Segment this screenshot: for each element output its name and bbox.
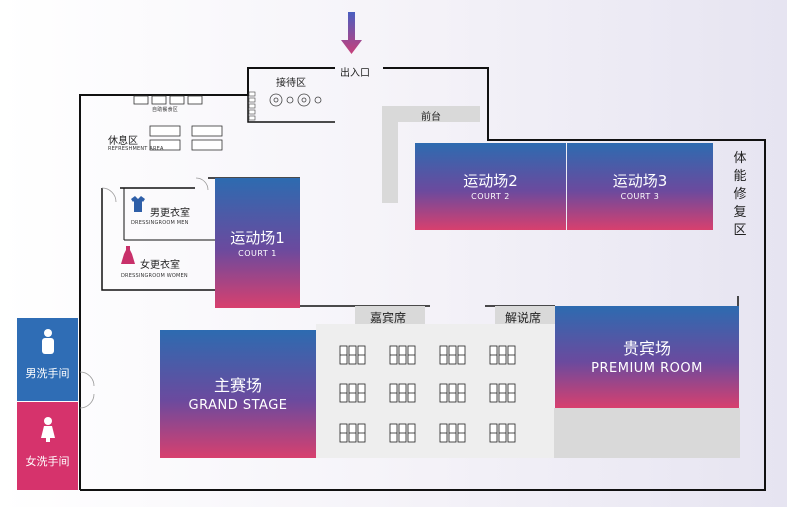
court-2-label-en: COURT 2 bbox=[471, 192, 510, 201]
grand-stage-label: 主赛场 bbox=[213, 375, 262, 395]
dressing-men-label-en: DRESSINGROOM MEN bbox=[131, 220, 189, 226]
court-3: 运动场3 COURT 3 bbox=[567, 143, 713, 230]
premium-lower-zone bbox=[554, 408, 740, 458]
grand-stage: 主赛场 GRAND STAGE bbox=[160, 330, 316, 458]
reception-seats bbox=[269, 93, 322, 107]
front-desk-label: 前台 bbox=[421, 112, 441, 123]
restroom-men-label: 男洗手间 bbox=[25, 367, 70, 380]
wall-dressing bbox=[101, 188, 215, 291]
man-icon bbox=[17, 328, 78, 357]
lounge-tables bbox=[133, 95, 223, 151]
lounge-food-label: 自助餐食区 bbox=[152, 107, 179, 113]
reception-chairs bbox=[248, 91, 256, 121]
lounge-label-en: REFRESHMENT AREA bbox=[108, 146, 164, 152]
premium-room-label-en: PREMIUM ROOM bbox=[591, 360, 703, 376]
commentary-label: 解说席 bbox=[505, 311, 542, 325]
court-3-label-en: COURT 3 bbox=[620, 192, 660, 201]
dressing-women-label-en: DRESSINGROOM WOMEN bbox=[121, 273, 188, 279]
restroom-women-label: 女洗手间 bbox=[25, 455, 70, 468]
court-2-label: 运动场2 bbox=[463, 172, 518, 190]
recovery-label: 体能修复区 bbox=[733, 151, 747, 238]
entrance-label: 出入口 bbox=[340, 68, 370, 79]
court-1-label-en: COURT 1 bbox=[238, 248, 277, 258]
court-1-label: 运动场1 bbox=[230, 228, 285, 247]
wall-top-right bbox=[80, 67, 766, 491]
restroom-women: 女洗手间 bbox=[17, 402, 78, 490]
door-arc-restroom bbox=[79, 371, 95, 387]
dress-icon bbox=[121, 246, 135, 268]
vip-seats-label: 嘉宾席 bbox=[370, 311, 407, 325]
dressing-men-label: 男更衣室 bbox=[150, 208, 190, 219]
entrance-arrow bbox=[341, 12, 362, 54]
woman-icon bbox=[17, 416, 78, 445]
court-2: 运动场2 COURT 2 bbox=[415, 143, 566, 230]
lounge-label: 休息区 bbox=[108, 136, 138, 147]
restroom-men: 男洗手间 bbox=[17, 318, 78, 401]
court-3-label: 运动场3 bbox=[612, 172, 668, 190]
reception-label: 接待区 bbox=[276, 78, 306, 89]
shirt-icon bbox=[131, 196, 145, 216]
dressing-women-label: 女更衣室 bbox=[140, 260, 180, 271]
grand-stage-label-en: GRAND STAGE bbox=[188, 397, 288, 413]
vip-seats-bar bbox=[355, 306, 425, 324]
audience-chairs bbox=[339, 345, 516, 443]
door-arc-court1 bbox=[195, 177, 209, 191]
wall-reception bbox=[247, 95, 335, 123]
premium-room-label: 贵宾场 bbox=[622, 338, 671, 358]
premium-room: 贵宾场 PREMIUM ROOM bbox=[555, 306, 739, 408]
commentary-bar bbox=[495, 306, 555, 324]
door-arc-restroom-2 bbox=[79, 393, 95, 409]
court-1: 运动场1 COURT 1 bbox=[215, 178, 300, 308]
front-desk-counter bbox=[382, 106, 480, 203]
door-arc-dressing bbox=[101, 187, 117, 203]
